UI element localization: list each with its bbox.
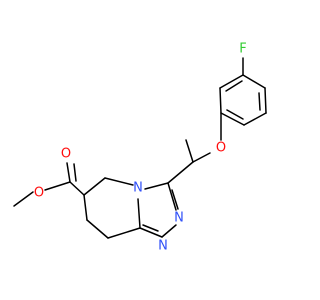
bond: [86, 219, 109, 239]
bond: [258, 92, 261, 111]
bond: [171, 189, 179, 210]
bond: [69, 181, 85, 196]
bond: [225, 80, 243, 92]
molecule-structure: F O N N N O O: [13, 42, 267, 254]
bond: [192, 152, 211, 163]
atom-carbonyl-oxygen: O: [61, 147, 71, 162]
triazole-ring: [137, 182, 179, 238]
ether-linkage: [167, 112, 222, 184]
bond: [107, 227, 141, 239]
bond: [220, 112, 245, 126]
bond: [142, 224, 159, 232]
bond: [83, 177, 106, 196]
bond: [104, 177, 134, 186]
bond: [242, 74, 266, 89]
bond: [243, 112, 267, 126]
atom-triazole-nitrogen-n1: N: [158, 239, 168, 254]
bond: [73, 163, 77, 182]
bond: [185, 139, 194, 163]
methyl-ester: [13, 162, 85, 207]
bond: [219, 74, 244, 89]
atom-ester-oxygen: O: [34, 186, 44, 201]
azepane-ring: [83, 177, 141, 239]
bond: [66, 162, 71, 183]
bond: [219, 87, 222, 114]
bond: [44, 181, 71, 191]
atom-ether-oxygen: O: [216, 141, 226, 156]
bond: [139, 227, 163, 238]
atom-fluorine: F: [239, 42, 246, 57]
fluorophenyl-ring: [219, 57, 267, 126]
atom-bridgehead-nitrogen: N: [133, 181, 143, 196]
atom-labels: F O N N N O O: [34, 42, 247, 254]
bond: [137, 198, 141, 229]
bond: [83, 194, 88, 221]
bond: [226, 109, 244, 120]
bond: [167, 182, 177, 211]
bond: [167, 161, 194, 184]
bond: [144, 182, 169, 190]
bond: [13, 191, 34, 207]
bond: [264, 87, 267, 114]
bond: [161, 224, 177, 238]
atom-triazole-nitrogen-n2: N: [174, 211, 184, 226]
